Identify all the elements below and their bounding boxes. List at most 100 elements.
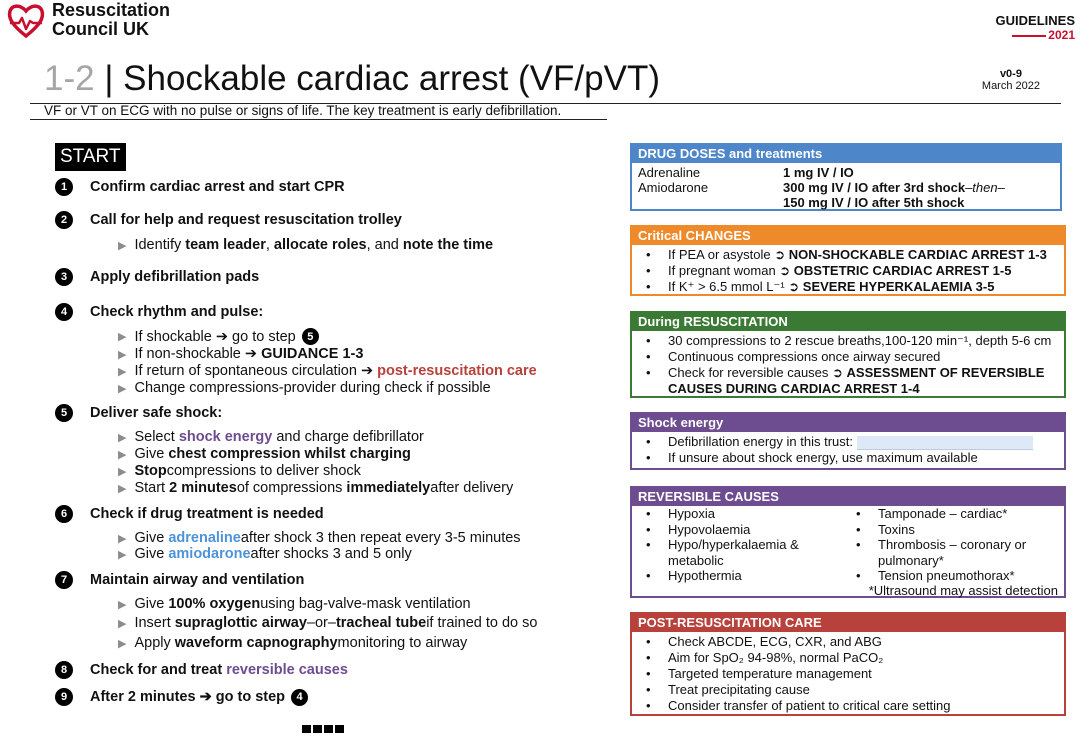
list-item: Continuous compressions once airway secu…	[638, 349, 1058, 365]
step-5-sub-a: ▶ Select shock energy and charge defibri…	[118, 429, 424, 445]
text: Change compressions-provider during chec…	[134, 380, 491, 396]
post-resus-link[interactable]: post-resuscitation care	[377, 363, 537, 379]
text: Start	[134, 480, 166, 496]
step-6: 6 Check if drug treatment is needed	[55, 505, 324, 523]
step-4-sub-d: ▶ Change compressions-provider during ch…	[118, 380, 491, 396]
text-bold: 2 minutes	[169, 480, 237, 496]
text-bold: waveform capnography	[174, 635, 338, 651]
step-text: Apply defibrillation pads	[90, 269, 260, 285]
step-text: After 2 minutes ➔ go to step	[90, 689, 286, 705]
step-text: Check rhythm and pulse:	[90, 304, 264, 320]
box-header: REVERSIBLE CAUSES	[632, 488, 1064, 506]
text-bold: supraglottic airway	[174, 615, 307, 631]
title-text: Shockable cardiac arrest (VF/pVT)	[123, 59, 661, 98]
bullet-arrow-icon: ▶	[118, 548, 127, 561]
text: after shock 3 then repeat every 3-5 minu…	[240, 530, 521, 546]
text: and charge defibrillator	[276, 429, 424, 445]
shock-energy-box: Shock energy Defibrillation energy in th…	[630, 412, 1066, 470]
step-5: 5 Deliver safe shock:	[55, 404, 222, 422]
left-causes: Hypoxia Hypovolaemia Hypo/hyperkalaemia …	[638, 506, 848, 584]
ultrasound-note: *Ultrasound may assist detection	[868, 582, 1058, 598]
step-text: Check for and treat	[90, 662, 223, 678]
text-bold: chest compression whilst charging	[168, 446, 411, 462]
step-badge: 9	[55, 688, 73, 706]
step-badge: 1	[55, 178, 73, 196]
start-label: START	[55, 143, 126, 171]
text: Identify	[134, 237, 182, 253]
guidelines-year: 2021	[1048, 28, 1075, 42]
step-4-sub-b: ▶ If non-shockable ➔ GUIDANCE 1-3	[118, 346, 363, 362]
box-header: During RESUSCITATION	[632, 313, 1064, 331]
right-causes: Tamponade – cardiac* Toxins Thrombosis –…	[848, 506, 1058, 584]
step-text: Confirm cardiac arrest and start CPR	[90, 179, 345, 195]
text: , and	[366, 237, 399, 253]
step-1: 1 Confirm cardiac arrest and start CPR	[55, 178, 345, 196]
text: using bag-valve-mask ventilation	[260, 596, 471, 612]
drug-dose: 150 mg IV / IO after 5th shock	[783, 195, 965, 210]
bullet-arrow-icon: ▶	[118, 365, 127, 378]
drug-label: Amiodarone	[638, 180, 709, 195]
energy-input-field[interactable]	[856, 435, 1033, 450]
bullet-arrow-icon: ▶	[118, 637, 127, 650]
critical-changes-box: Critical CHANGES If PEA or asystole ➲ NO…	[630, 225, 1066, 296]
step-text: Deliver safe shock:	[90, 405, 223, 421]
list-item: Thrombosis – coronary or pulmonary*	[848, 537, 1058, 568]
drug-dose: 1 mg IV / IO	[783, 165, 854, 180]
box-header: Shock energy	[632, 414, 1064, 432]
text-bold: tracheal tube	[335, 615, 427, 631]
post-resuscitation-box: POST-RESUSCITATION CARE Check ABCDE, ECG…	[630, 612, 1066, 716]
bullet-arrow-icon: ▶	[118, 382, 127, 395]
step-8: 8 Check for and treat reversible causes	[55, 661, 348, 679]
step-5-sub-b: ▶ Give chest compression whilst charging	[118, 446, 411, 462]
list-item: Hypo/hyperkalaemia & metabolic	[638, 537, 848, 568]
footer-mark	[302, 725, 344, 733]
bullet-arrow-icon: ▶	[118, 465, 127, 478]
text: Insert	[134, 615, 171, 631]
adrenaline-link[interactable]: adrenaline	[168, 530, 241, 546]
list-item: 30 compressions to 2 rescue breaths,100-…	[638, 333, 1058, 349]
text: Apply	[134, 635, 171, 651]
guidance-link[interactable]: GUIDANCE 1-3	[261, 346, 364, 362]
step-badge: 6	[55, 505, 73, 523]
link-hyperkalaemia[interactable]: SEVERE HYPERKALAEMIA 3-5	[802, 279, 995, 294]
bullet-arrow-icon: ▶	[118, 598, 127, 611]
link-reversible-assessment[interactable]: ASSESSMENT OF REVERSIBLE CAUSES DURING C…	[668, 365, 1045, 396]
then-text: –then–	[965, 180, 1005, 195]
text-bold: immediately	[346, 480, 431, 496]
rcuk-logo: Resuscitation Council UK	[6, 1, 170, 41]
link-obstetric[interactable]: OBSTETRIC CARDIAC ARREST 1-5	[793, 263, 1012, 278]
list-item: If unsure about shock energy, use maximu…	[638, 450, 1058, 466]
list-item: Hypoxia	[638, 506, 848, 522]
step-ref-badge[interactable]: 4	[291, 688, 309, 706]
list-item: Hypothermia	[638, 568, 848, 584]
list-item: Toxins	[848, 522, 1058, 538]
version-code: v0-9	[999, 68, 1022, 80]
amiodarone-link[interactable]: amiodarone	[168, 546, 251, 562]
list-item: Tension pneumothorax*	[848, 568, 1058, 584]
text: Give	[134, 446, 165, 462]
step-ref-badge[interactable]: 5	[301, 328, 319, 345]
logo-line-2: Council UK	[52, 19, 149, 39]
reversible-causes-link[interactable]: reversible causes	[226, 662, 348, 678]
text-bold: allocate roles	[273, 237, 367, 253]
bullet-arrow-icon: ▶	[118, 239, 127, 252]
text-bold: 100% oxygen	[168, 596, 261, 612]
text: after shocks 3 and 5 only	[250, 546, 412, 562]
list-item: Treat precipitating cause	[638, 682, 1058, 698]
text: if trained to do so	[426, 615, 538, 631]
title-rule	[30, 103, 1061, 104]
step-7-sub-b: ▶ Insert supraglottic airway –or– trache…	[118, 615, 537, 631]
box-header: DRUG DOSES and treatments	[632, 145, 1060, 163]
list-item: Hypovolaemia	[638, 522, 848, 538]
drug-dose: 300 mg IV / IO after 3rd shock	[783, 180, 966, 195]
step-6-sub-a: ▶ Give adrenaline after shock 3 then rep…	[118, 530, 521, 546]
step-3: 3 Apply defibrillation pads	[55, 268, 259, 286]
shock-energy-link[interactable]: shock energy	[178, 429, 273, 445]
list-item: Defibrillation energy in this trust:	[638, 434, 1058, 450]
link-non-shockable[interactable]: NON-SHOCKABLE CARDIAC ARREST 1-3	[788, 247, 1047, 262]
list-item: Aim for SpO₂ 94-98%, normal PaCO₂	[638, 650, 1058, 666]
step-7-sub-a: ▶ Give 100% oxygen using bag-valve-mask …	[118, 596, 471, 612]
bullet-arrow-icon: ▶	[118, 331, 127, 343]
list-item: Targeted temperature management	[638, 666, 1058, 682]
step-badge: 4	[55, 303, 73, 321]
